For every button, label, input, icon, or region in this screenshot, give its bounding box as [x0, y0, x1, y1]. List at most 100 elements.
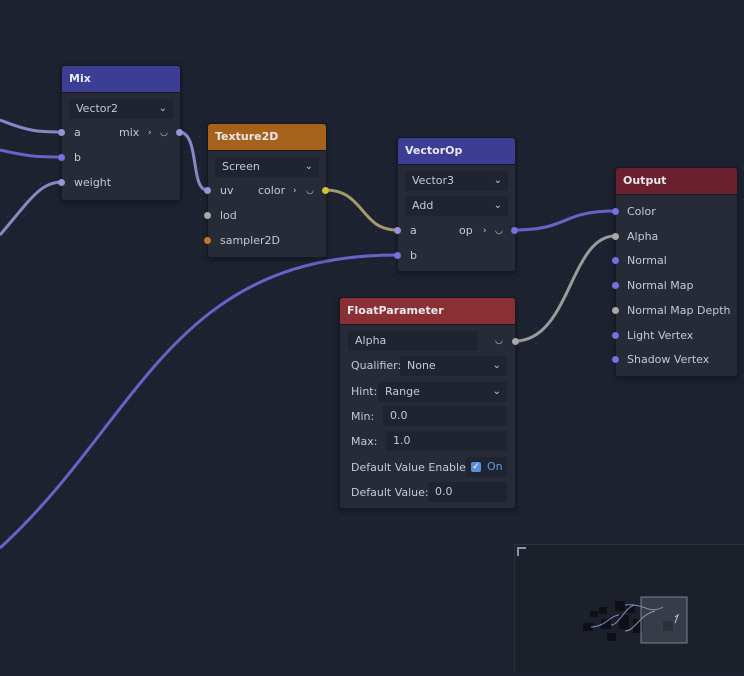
- output-input-normal-label: Normal: [627, 254, 667, 267]
- port-expand-icon[interactable]: ◡: [495, 336, 503, 346]
- float-parameter-title: FloatParameter: [340, 298, 515, 325]
- output-input-normal-map-depth-port[interactable]: [612, 307, 619, 314]
- texture-input-lod-port[interactable]: [204, 212, 211, 219]
- mix-input-a-port[interactable]: [58, 129, 65, 136]
- mix-type-value: Vector2: [76, 102, 119, 115]
- mix-input-b-label: b: [74, 151, 81, 164]
- mix-input-a-label: a: [74, 126, 81, 139]
- texture-output-label: color: [258, 184, 286, 197]
- wire-vectorop-to-output-color: [513, 209, 616, 232]
- hint-label: Hint:: [351, 385, 378, 398]
- texture-input-uv-port[interactable]: [204, 187, 211, 194]
- port-expand-icon[interactable]: ◡: [306, 186, 314, 196]
- vectorop-output-label: op: [459, 224, 473, 237]
- chevron-down-icon: ⌄: [304, 161, 313, 172]
- output-input-light-vertex-label: Light Vertex: [627, 329, 694, 342]
- min-value: 0.0: [390, 409, 408, 422]
- minimap-resize-handle[interactable]: [517, 547, 526, 556]
- mix-input-weight-label: weight: [74, 176, 112, 189]
- chevron-down-icon: ⌄: [493, 175, 502, 186]
- expand-arrow-icon[interactable]: ›: [293, 186, 297, 196]
- wire-offscreen-to-mix-weight: [0, 180, 63, 236]
- mix-node[interactable]: Mix Vector2 ⌄ a mix › ◡ b weight: [61, 65, 181, 201]
- wire-offscreen-to-mix-b: [0, 148, 63, 159]
- port-expand-icon[interactable]: ◡: [160, 128, 168, 138]
- vectorop-output-port[interactable]: [511, 227, 518, 234]
- parameter-name-input[interactable]: Alpha: [348, 331, 478, 351]
- parameter-name-value: Alpha: [355, 334, 387, 347]
- output-node-title: Output: [616, 168, 737, 195]
- checkbox-check-icon[interactable]: ✓: [471, 462, 481, 472]
- expand-arrow-icon[interactable]: ›: [148, 128, 152, 138]
- min-label: Min:: [351, 410, 375, 423]
- vectorop-input-b-port[interactable]: [394, 252, 401, 259]
- default-value-label: Default Value:: [351, 486, 429, 499]
- mix-output-port[interactable]: [176, 129, 183, 136]
- qualifier-label: Qualifier:: [351, 359, 402, 372]
- vectorop-node-title: VectorOp: [398, 138, 515, 165]
- output-input-normal-map-port[interactable]: [612, 282, 619, 289]
- vectorop-type-dropdown[interactable]: Vector3 ⌄: [405, 171, 508, 191]
- texture-output-port[interactable]: [322, 187, 329, 194]
- vectorop-op-dropdown[interactable]: Add ⌄: [405, 196, 508, 216]
- vectorop-input-b-label: b: [410, 249, 417, 262]
- max-label: Max:: [351, 435, 378, 448]
- texture2d-node[interactable]: Texture2D Screen ⌄ uv color › ◡ lod samp…: [207, 123, 327, 258]
- max-input[interactable]: 1.0: [386, 431, 507, 451]
- vectorop-node[interactable]: VectorOp Vector3 ⌄ Add ⌄ a op › ◡ b: [397, 137, 516, 272]
- default-enabled-toggle[interactable]: ✓ On: [466, 457, 507, 477]
- wire-mix-to-texture-uv: [178, 130, 208, 192]
- port-expand-icon[interactable]: ◡: [495, 226, 503, 236]
- texture-mode-dropdown[interactable]: Screen ⌄: [215, 157, 319, 177]
- wire-float-to-output-alpha: [514, 234, 616, 343]
- vectorop-input-a-label: a: [410, 224, 417, 237]
- vectorop-input-a-port[interactable]: [394, 227, 401, 234]
- texture-input-sampler-label: sampler2D: [220, 234, 280, 247]
- chevron-down-icon: ⌄: [492, 360, 501, 371]
- output-input-normal-map-depth-label: Normal Map Depth: [627, 304, 731, 317]
- graph-minimap[interactable]: [514, 544, 744, 673]
- texture-input-sampler-port[interactable]: [204, 237, 211, 244]
- output-input-normal-map-label: Normal Map: [627, 279, 694, 292]
- default-value-input[interactable]: 0.0: [428, 482, 507, 502]
- hint-value: Range: [385, 385, 420, 398]
- output-input-alpha-port[interactable]: [612, 233, 619, 240]
- mix-input-weight-port[interactable]: [58, 179, 65, 186]
- default-enabled-value: On: [487, 460, 503, 473]
- texture-input-uv-label: uv: [220, 184, 234, 197]
- chevron-down-icon: ⌄: [158, 103, 167, 114]
- texture2d-node-title: Texture2D: [208, 124, 326, 151]
- float-output-port[interactable]: [512, 338, 519, 345]
- output-input-normal-port[interactable]: [612, 257, 619, 264]
- qualifier-dropdown[interactable]: None ⌄: [400, 356, 507, 376]
- hint-dropdown[interactable]: Range ⌄: [378, 382, 507, 402]
- wire-offscreen-to-mix-a: [0, 118, 63, 134]
- output-input-shadow-vertex-label: Shadow Vertex: [627, 353, 710, 366]
- expand-arrow-icon[interactable]: ›: [483, 226, 487, 236]
- min-input[interactable]: 0.0: [383, 406, 507, 426]
- mix-type-dropdown[interactable]: Vector2 ⌄: [69, 99, 173, 119]
- mix-output-label: mix: [119, 126, 140, 139]
- chevron-down-icon: ⌄: [492, 386, 501, 397]
- max-value: 1.0: [393, 434, 411, 447]
- chevron-down-icon: ⌄: [493, 200, 502, 211]
- texture-mode-value: Screen: [222, 160, 260, 173]
- output-input-color-port[interactable]: [612, 208, 619, 215]
- default-enabled-label: Default Value Enabled:: [351, 461, 477, 474]
- float-parameter-node[interactable]: FloatParameter Alpha ◡ Qualifier: None ⌄…: [339, 297, 516, 509]
- texture-input-lod-label: lod: [220, 209, 237, 222]
- minimap-preview: [583, 596, 688, 644]
- mix-node-title: Mix: [62, 66, 180, 93]
- wire-offscreen-to-vectorop-b: [0, 253, 398, 550]
- wire-texture-to-vectorop-a: [324, 188, 398, 232]
- default-value-value: 0.0: [435, 485, 453, 498]
- output-input-color-label: Color: [627, 205, 656, 218]
- mix-input-b-port[interactable]: [58, 154, 65, 161]
- vectorop-op-value: Add: [412, 199, 434, 212]
- output-input-light-vertex-port[interactable]: [612, 332, 619, 339]
- output-input-shadow-vertex-port[interactable]: [612, 356, 619, 363]
- output-input-alpha-label: Alpha: [627, 230, 659, 243]
- vectorop-type-value: Vector3: [412, 174, 455, 187]
- qualifier-value: None: [407, 359, 436, 372]
- output-node[interactable]: Output Color Alpha Normal Normal Map Nor…: [615, 167, 738, 377]
